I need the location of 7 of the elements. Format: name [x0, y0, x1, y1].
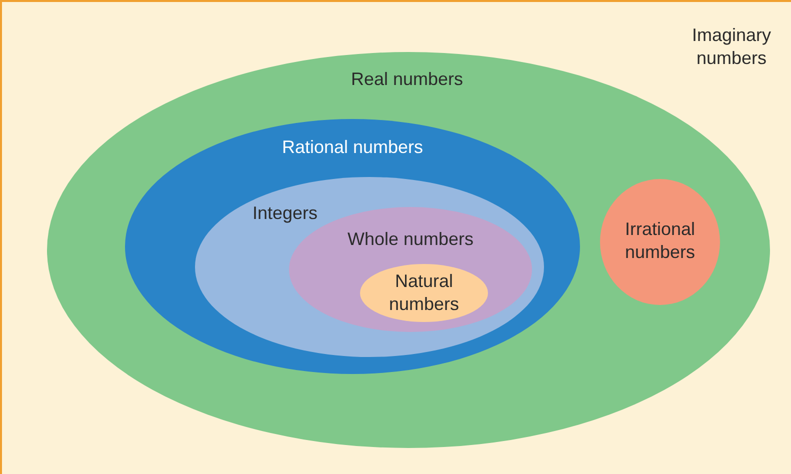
- set-label: Rational numbers: [280, 136, 424, 159]
- set-label: Imaginary numbers: [690, 24, 772, 70]
- set-label: Whole numbers: [346, 228, 475, 251]
- set-label: Irrational numbers: [624, 218, 696, 264]
- set-label: Integers: [251, 202, 319, 225]
- set-label: Real numbers: [350, 68, 464, 91]
- set-label: Natural numbers: [388, 270, 460, 316]
